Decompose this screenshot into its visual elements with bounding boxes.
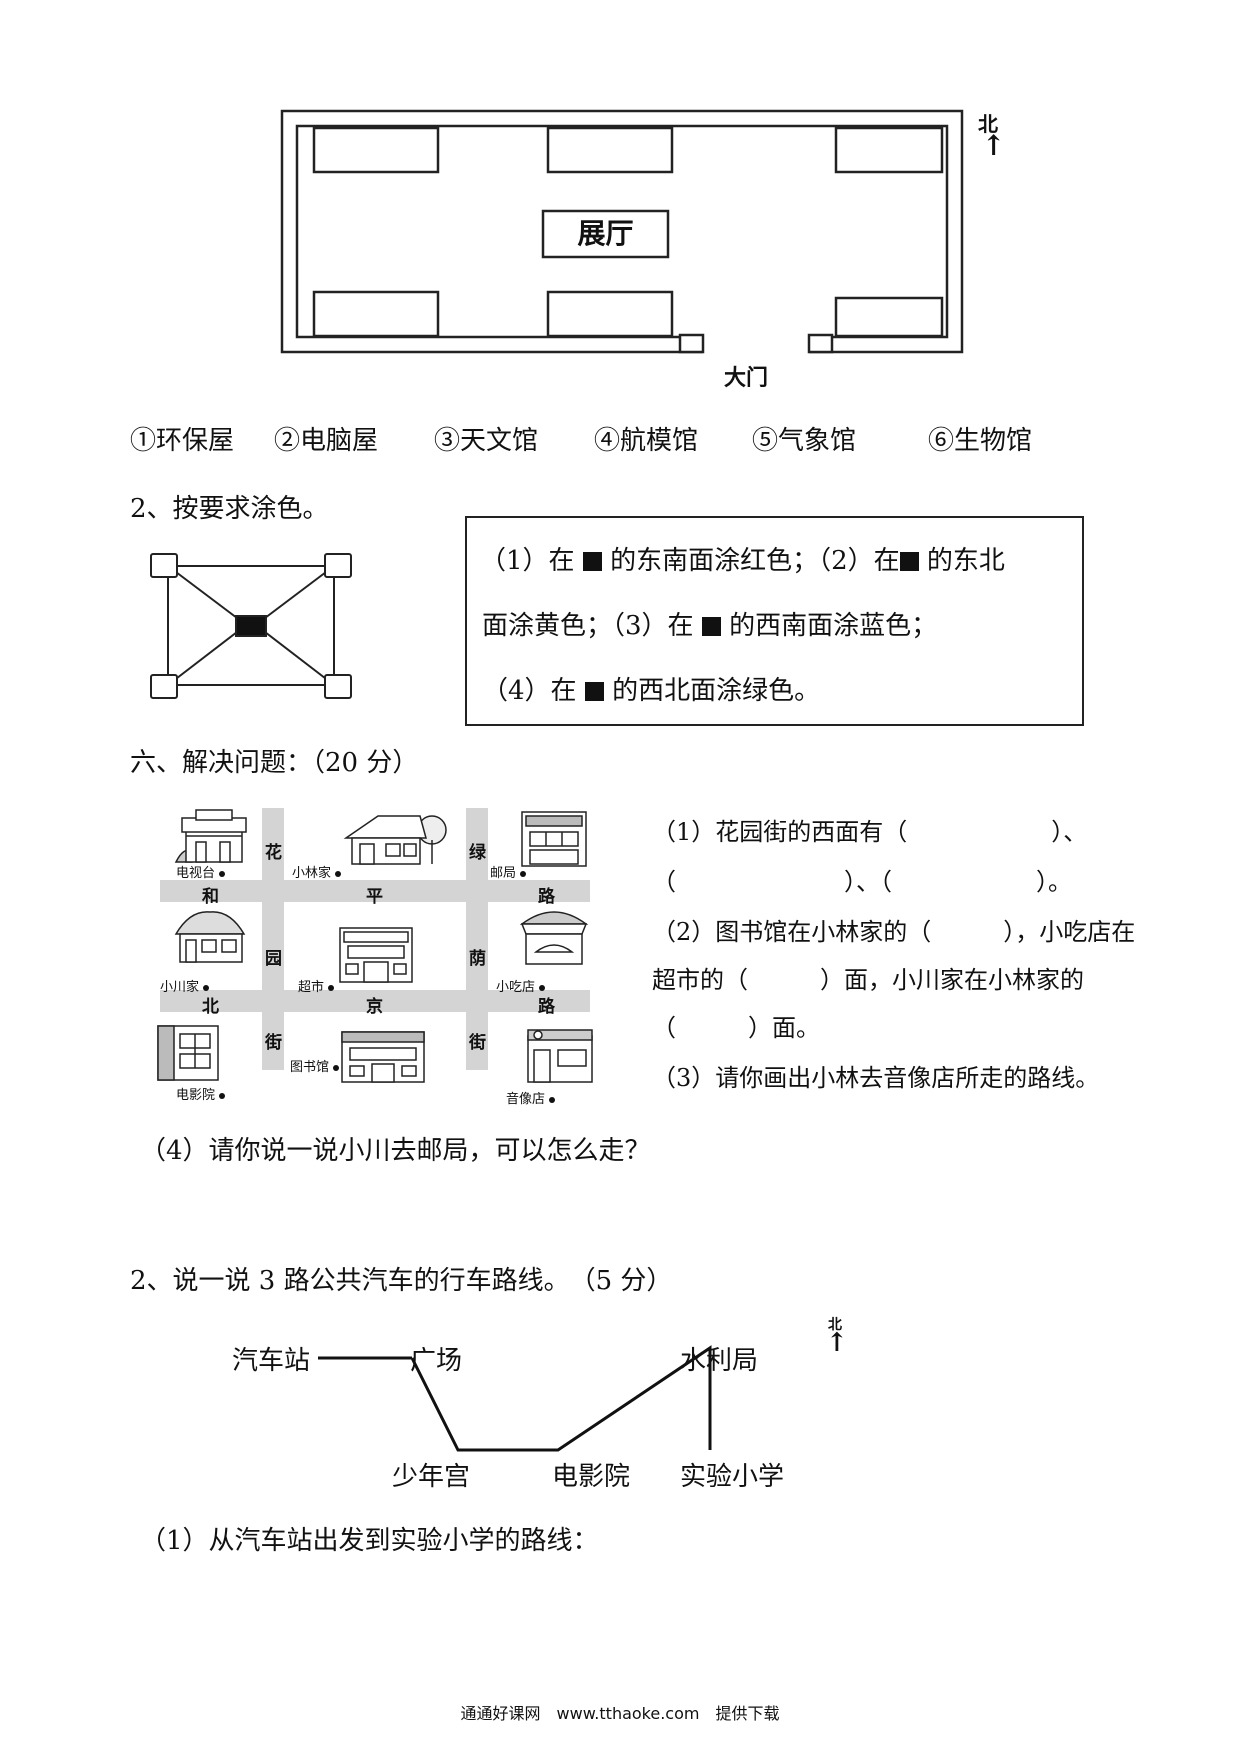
stop-square: 广场 [410,1346,463,1376]
dot-icon [539,984,546,991]
xiaolin-house-icon [343,815,447,865]
road-char: 路 [538,887,555,907]
q2-line-3: （ ）面。 [652,1014,820,1042]
gate-label: 大门 [724,365,769,391]
building-name: 小林家 [292,866,332,881]
building-name: 图书馆 [290,1060,330,1075]
instruction-text: 的东南面涂红色；（2）在 [610,546,900,576]
coloring-instructions-box [465,516,1084,726]
building-name: 超市 [298,980,325,995]
label-music-store: 音像店 [506,1088,556,1107]
hall-label: 展厅 [577,217,634,250]
bus-q1: （1）从汽车站出发到实验小学的路线： [140,1526,599,1556]
xiaochuan-house-icon [174,911,246,963]
bus-north-arrow-icon: ↑ [826,1328,848,1358]
dot-icon [520,870,527,877]
instruction-line-2: 面涂黄色；（3）在 的西南面涂蓝色； [482,605,937,642]
bus-title: 2、说一说 3 路公共汽车的行车路线。 （5 分） [130,1266,673,1296]
label-library: 图书馆 [290,1056,340,1075]
label-xiaolin: 小林家 [292,862,342,881]
label-snack-shop: 小吃店 [496,976,546,995]
label-post-office: 邮局 [490,862,527,881]
building-name: 小吃店 [496,980,536,995]
q4-line: （4）请你说一说小川去邮局，可以怎么走？ [140,1136,651,1166]
option-item: ②电脑屋 [274,426,379,456]
building-name: 电影院 [176,1088,216,1103]
road-char: 京 [366,997,383,1017]
road-char: 和 [202,887,219,907]
stop-station: 汽车站 [232,1346,311,1376]
tv-station-icon [174,809,247,863]
instruction-text: （1）在 [480,546,575,576]
north-label: 北 [978,112,998,136]
instruction-line-1: （1）在 的东南面涂红色；（2）在 的东北 [480,540,1005,577]
instruction-text: 面涂黄色；（3）在 [482,611,694,641]
north-arrow-icon: ↑ [982,129,1006,162]
library-icon [341,1031,425,1083]
option-item: ①环保屋 [130,426,235,456]
instruction-text: 的东北 [926,546,1005,576]
q2-line-1: （2）图书馆在小林家的（ ），小吃店在 [652,918,1136,946]
road-char: 荫 [469,949,486,969]
black-square-icon [584,682,604,701]
road-lvyinjie [466,808,488,1070]
q2-title: 2、按要求涂色。 [130,494,329,524]
road-char: 路 [538,997,555,1017]
snack-shop-icon [519,911,589,965]
music-store-icon [527,1029,593,1083]
dot-icon [549,1096,556,1103]
supermarket-icon [339,927,413,983]
label-cinema: 电影院 [176,1084,226,1103]
bus-route-lines [318,1345,712,1452]
black-square-icon [582,552,602,571]
option-item: ③天文馆 [434,426,539,456]
instruction-text: 的西南面涂蓝色； [729,611,938,641]
stop-youth-palace: 少年宫 [392,1462,471,1492]
dot-icon [219,870,226,877]
road-char: 平 [366,887,383,907]
exhibition-outline [280,109,964,354]
road-huayuanjie [262,808,284,1070]
q2-line-2: 超市的（ ）面，小川家在小林家的 [652,966,1084,994]
building-name: 邮局 [490,866,517,881]
q1-line-2: （ ）、（ ）。 [652,868,1072,896]
option-item: ⑤气象馆 [752,426,857,456]
post-office-icon [521,811,587,867]
dot-icon [328,984,335,991]
instruction-text: （4）在 [482,676,577,706]
q3-line: （3）请你画出小林去音像店所走的路线。 [652,1064,1100,1092]
instruction-line-3: （4）在 的西北面涂绿色。 [482,670,820,707]
road-char: 街 [265,1033,282,1053]
black-square-icon [899,552,919,571]
instruction-text: 的西北面涂绿色。 [612,676,821,706]
q1-line-1: （1）花园街的西面有（ ）、 [652,818,1088,846]
label-supermarket: 超市 [298,976,335,995]
road-char: 绿 [469,843,486,863]
building-name: 电视台 [176,866,216,881]
stop-cinema: 电影院 [552,1462,631,1492]
road-char: 街 [469,1033,486,1053]
stop-water-bureau: 水利局 [680,1346,759,1376]
label-xiaochuan: 小川家 [160,976,210,995]
option-item: ⑥生物馆 [928,426,1033,456]
page-footer: 通通好课网 www.tthaoke.com 提供下载 [460,1704,780,1723]
bus-north-label: 北 [828,1317,842,1333]
road-char: 花 [265,843,282,863]
road-char: 北 [202,997,219,1017]
coloring-diagram [150,553,352,699]
option-item: ④航模馆 [594,426,699,456]
label-tv-station: 电视台 [176,862,226,881]
dot-icon [335,870,342,877]
building-name: 音像店 [506,1092,546,1107]
section6-title: 六、解决问题：（20 分） [130,748,419,778]
dot-icon [203,984,210,991]
cinema-icon [157,1025,219,1081]
road-char: 园 [265,949,282,969]
black-square-icon [701,617,721,636]
building-name: 小川家 [160,980,200,995]
stop-school: 实验小学 [680,1462,785,1492]
dot-icon [333,1064,340,1071]
dot-icon [219,1092,226,1099]
